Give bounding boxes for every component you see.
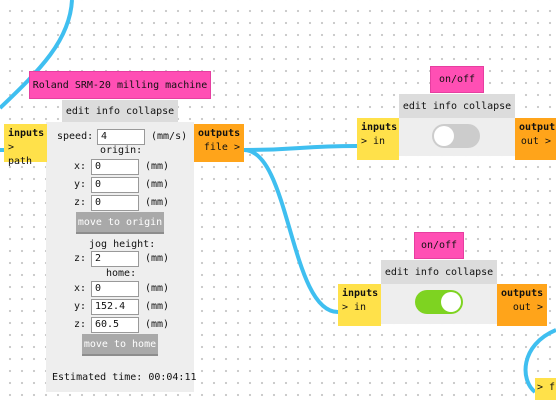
speed-input[interactable]: 4 <box>97 129 145 145</box>
onoff-top-input-port[interactable]: > in <box>361 136 386 147</box>
onoff-bottom-inputs-title: inputs <box>342 288 379 299</box>
origin-y-label: y: <box>73 179 86 190</box>
onoff-top-inputs-title: inputs <box>361 122 398 133</box>
onoff-bottom-output-port[interactable]: out > <box>512 302 543 313</box>
onoff-top-toggle[interactable] <box>432 124 480 148</box>
machine-inputs-title: inputs <box>8 128 45 139</box>
machine-outputs-title: outputs <box>198 128 241 139</box>
jog-z-label: z: <box>73 253 86 264</box>
origin-z-label: z: <box>73 197 86 208</box>
partial-node-inputs[interactable]: > f <box>535 378 556 400</box>
origin-x-input[interactable]: 0 <box>91 159 139 175</box>
machine-input-port-path[interactable]: > path <box>8 142 33 167</box>
home-z-unit: (mm) <box>145 319 170 330</box>
machine-title-label: Roland SRM-20 milling machine <box>32 79 208 91</box>
move-to-origin-button[interactable]: move to origin <box>76 212 164 234</box>
onoff-top-title-label: on/off <box>438 74 476 85</box>
onoff-bottom-inputs[interactable]: inputs > in <box>338 284 381 326</box>
onoff-top-menu[interactable]: edit info collapse <box>399 94 515 118</box>
wire-top-left <box>0 0 74 110</box>
machine-menu[interactable]: edit info collapse <box>62 100 178 122</box>
home-z-label: z: <box>73 319 86 330</box>
home-y-unit: (mm) <box>145 301 170 312</box>
estimated-time: Estimated time: 00:04:11 <box>52 372 197 383</box>
onoff-top-toggle-knob <box>434 126 454 146</box>
wire-file-to-onoff-bottom <box>243 148 339 314</box>
onoff-top-menu-label: edit info collapse <box>402 100 512 112</box>
partial-node-input-port[interactable]: > f <box>537 382 556 393</box>
move-to-home-button[interactable]: move to home <box>82 334 158 356</box>
onoff-bottom-menu[interactable]: edit info collapse <box>381 260 497 284</box>
wire-file-to-onoff-top <box>243 144 358 152</box>
onoff-bottom-menu-label: edit info collapse <box>384 266 494 278</box>
machine-menu-label: edit info collapse <box>65 105 175 117</box>
origin-label: origin: <box>100 145 143 156</box>
jog-z-input[interactable]: 2 <box>91 251 139 267</box>
home-x-input[interactable]: 0 <box>91 281 139 297</box>
home-x-label: x: <box>73 283 86 294</box>
home-x-unit: (mm) <box>145 283 170 294</box>
machine-inputs[interactable]: inputs > path <box>4 124 47 167</box>
onoff-top-title[interactable]: on/off <box>430 66 484 93</box>
onoff-bottom-outputs[interactable]: outputs out > <box>497 284 547 326</box>
origin-y-input[interactable]: 0 <box>91 177 139 193</box>
home-y-label: y: <box>73 301 86 312</box>
onoff-bottom-toggle[interactable] <box>415 290 463 314</box>
speed-label: speed: <box>57 131 94 142</box>
origin-z-unit: (mm) <box>145 197 170 208</box>
home-z-input[interactable]: 60.5 <box>91 317 139 333</box>
machine-title[interactable]: Roland SRM-20 milling machine <box>29 71 211 99</box>
origin-z-input[interactable]: 0 <box>91 195 139 211</box>
origin-y-unit: (mm) <box>145 179 170 190</box>
onoff-top-outputs[interactable]: outputs out > <box>515 118 556 160</box>
onoff-top-outputs-title: outputs <box>519 122 556 133</box>
onoff-bottom-input-port[interactable]: > in <box>342 302 367 313</box>
onoff-bottom-outputs-title: outputs <box>501 288 544 299</box>
speed-unit: (mm/s) <box>151 131 188 142</box>
origin-x-label: x: <box>73 161 86 172</box>
jog-height-label: jog height: <box>89 239 156 250</box>
onoff-bottom-toggle-knob <box>441 292 461 312</box>
onoff-bottom-title-label: on/off <box>420 240 458 251</box>
machine-output-port-file[interactable]: file > <box>203 142 240 153</box>
onoff-top-inputs[interactable]: inputs > in <box>357 118 399 160</box>
machine-outputs[interactable]: outputs file > <box>194 124 244 162</box>
origin-x-unit: (mm) <box>145 161 170 172</box>
onoff-bottom-title[interactable]: on/off <box>414 232 464 259</box>
home-y-input[interactable]: 152.4 <box>91 299 139 315</box>
onoff-top-output-port[interactable]: out > <box>520 136 551 147</box>
jog-z-unit: (mm) <box>145 253 170 264</box>
home-label: home: <box>106 268 137 279</box>
wire-right-bottom <box>523 328 556 394</box>
